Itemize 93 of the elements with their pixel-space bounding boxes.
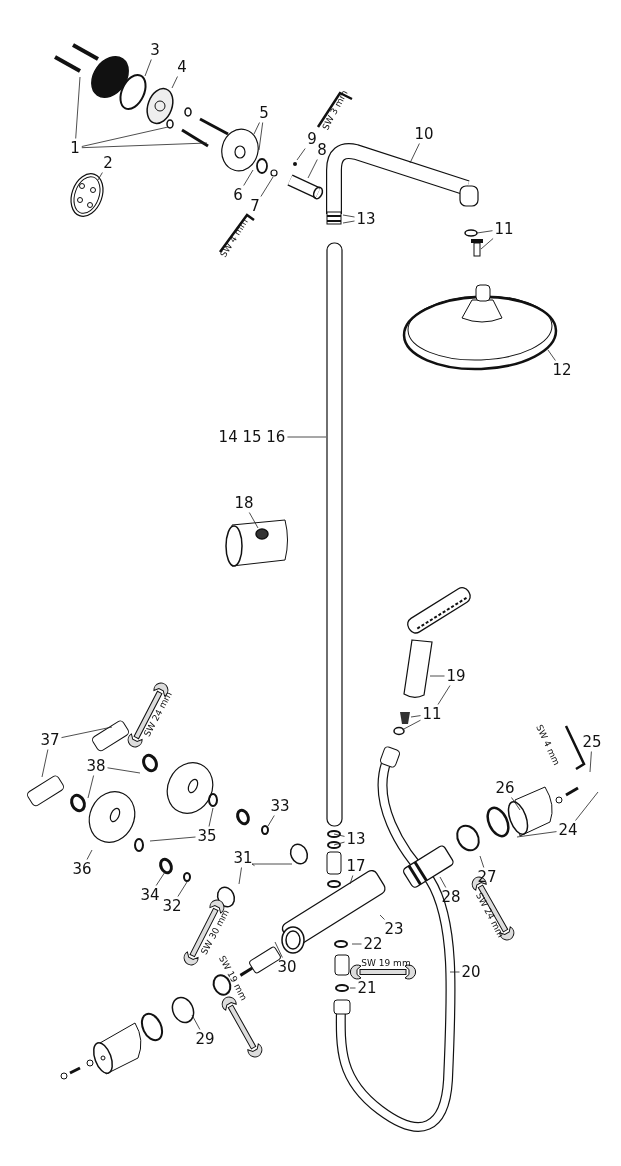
callout-number: 17 [345,857,367,875]
leader-line [516,831,557,838]
tool-size-label: SW 24 mm [474,890,506,940]
callout-number: 12 [551,361,573,379]
leader-line [177,881,188,897]
leader-line [333,841,345,846]
leader-line [449,971,460,973]
callout-number: 34 [139,886,161,904]
callout-number: 4 [176,58,188,76]
tool-size-label: SW 19 mm [361,958,411,968]
leader-line [41,749,49,778]
callout-number: 29 [194,1030,216,1048]
leader-line [248,512,259,529]
callout-number: 2 [102,154,114,172]
leader-line [349,875,354,885]
callout-number: 13 [355,210,377,228]
leader-line [410,715,421,718]
leader-line [429,675,445,677]
leader-line [379,914,385,920]
leader-line [144,59,152,77]
callout-number: 14 15 16 [217,428,287,446]
callout-number: 27 [476,868,498,886]
leader-line [401,719,421,731]
callout-number: 6 [232,186,244,204]
leader-line [333,833,345,837]
leader-line [155,871,166,886]
callout-number: 38 [85,757,107,775]
leader-line [87,775,94,799]
leader-line [251,863,293,867]
callout-number: 7 [249,197,261,215]
callout-number: 31 [232,849,254,867]
leader-line [409,143,420,164]
callout-number: 1 [69,139,81,157]
callout-number: 20 [460,963,482,981]
leader-line [342,220,355,224]
leader-line [476,230,493,234]
leader-line [575,791,599,821]
leader-line [351,943,362,945]
leader-line [274,941,283,958]
leader-line [258,122,264,151]
leader-line [75,76,81,139]
leader-line [81,142,208,149]
leader-line [349,987,356,989]
leader-line [253,122,260,135]
callout-number: 30 [276,958,298,976]
callout-number: 21 [356,979,378,997]
callout-number: 11 [493,220,515,238]
callout-number: 18 [233,494,255,512]
callout-number: 10 [413,125,435,143]
callout-number: 13 [345,830,367,848]
callout-number: 32 [161,897,183,915]
leader-line [61,726,113,738]
leader-line [296,148,306,161]
leader-line [191,1014,201,1030]
callout-number: 35 [196,827,218,845]
leader-line [149,836,196,842]
leader-line [480,238,494,250]
leader-line [307,159,318,179]
callout-number: 36 [71,860,93,878]
leader-line [171,76,178,89]
callout-number: 33 [269,797,291,815]
leader-line [439,876,447,888]
leader-line [81,126,169,147]
callout-number: 25 [581,733,603,751]
callout-number: 3 [149,41,161,59]
tool-size-label: SW 24 mm [142,689,174,739]
leader-line [260,176,274,197]
leader-line [97,172,103,181]
leader-line [547,349,556,361]
leader-line [437,685,451,705]
callout-number: 22 [362,935,384,953]
leader-line [342,214,355,218]
callout-number: 5 [258,104,270,122]
leader-line [511,797,521,811]
callout-number: 28 [440,888,462,906]
callout-number: 37 [39,731,61,749]
leader-line [589,751,592,773]
leader-line [267,815,275,827]
leader-line [107,767,141,774]
callout-number: 8 [316,141,328,159]
callout-number: 9 [306,130,318,148]
leader-line [287,436,327,438]
leader-line [238,867,242,885]
callout-number: 24 [557,821,579,839]
callout-number: 11 [421,705,443,723]
leader-line [479,855,485,868]
callout-number: 19 [445,667,467,685]
leader-line [208,807,214,827]
callout-number: 26 [494,779,516,797]
tool-size-label: SW 4 mm [534,723,562,767]
leader-line [243,169,254,186]
leader-line [86,849,93,860]
callout-number: 23 [383,920,405,938]
